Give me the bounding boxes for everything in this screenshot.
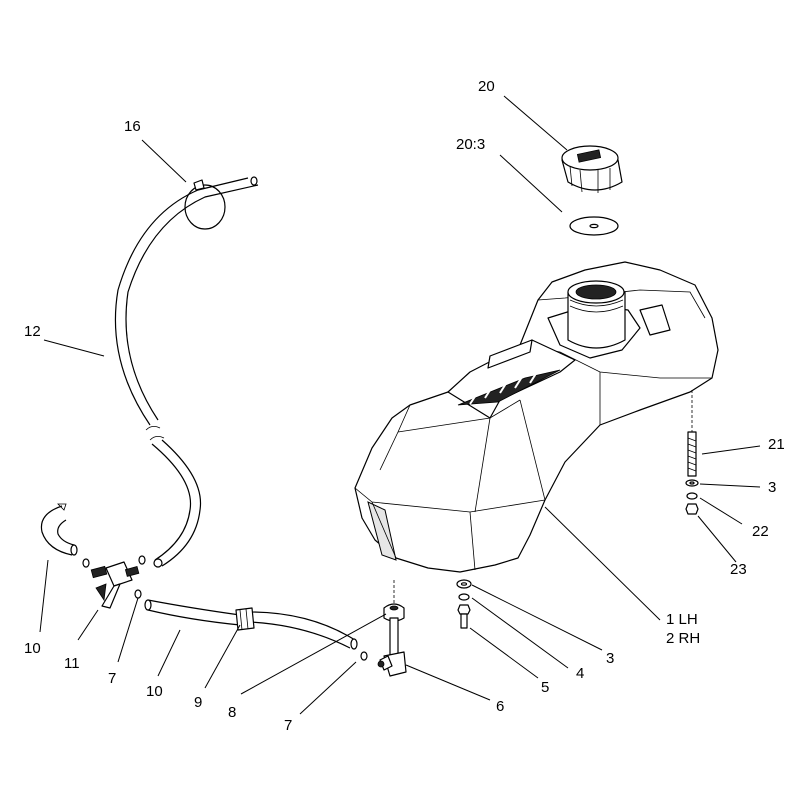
callout-5: 5 [541,679,549,696]
fuel-tank [354,261,719,573]
callout-7-right: 7 [284,717,292,734]
stud-washer [685,479,699,487]
inline-fuel-filter [235,607,255,631]
callout-11: 11 [64,655,80,672]
lock-washer [686,492,698,500]
callout-1-lh: 1 LH [666,611,698,628]
callout-7-left: 7 [108,670,116,687]
callout-4: 4 [576,665,584,682]
tank-mount-stud [687,390,697,477]
bottom-lock-washer [458,593,470,601]
callout-9: 9 [194,694,202,711]
short-hose-left [40,503,78,556]
callout-2-rh: 2 RH [666,630,700,647]
bottom-washer [456,579,472,589]
cap-gasket [569,216,619,236]
callout-3-bottom: 3 [606,650,614,667]
tank-outlet-elbow [377,617,407,677]
callout-23: 23 [730,561,747,578]
fuel-shutoff-valve [90,561,140,609]
filler-neck [547,280,641,359]
fitting-grommet [383,580,405,622]
callout-8: 8 [228,704,236,721]
callout-20-3: 20:3 [456,136,485,153]
leader-lines [39,95,761,715]
callout-3-stud: 3 [768,479,776,496]
callout-10-left: 10 [24,640,41,657]
callout-labels: 20 20:3 16 12 21 3 22 23 1 LH 2 RH 3 4 5… [24,78,785,734]
callout-20: 20 [478,78,495,95]
callout-16: 16 [124,118,141,135]
hose-clamp-16 [184,179,226,230]
callout-22: 22 [752,523,769,540]
fuel-cap [561,145,623,193]
callout-10-right: 10 [146,683,163,700]
callout-6: 6 [496,698,504,715]
hose-lower-right [144,599,358,650]
stud-nut [685,503,699,515]
long-fuel-hose [114,176,259,568]
callout-21: 21 [768,436,785,453]
bottom-bolt [457,604,471,629]
callout-12: 12 [24,323,41,340]
small-clamp [82,555,368,661]
tray-ribs [469,371,538,405]
